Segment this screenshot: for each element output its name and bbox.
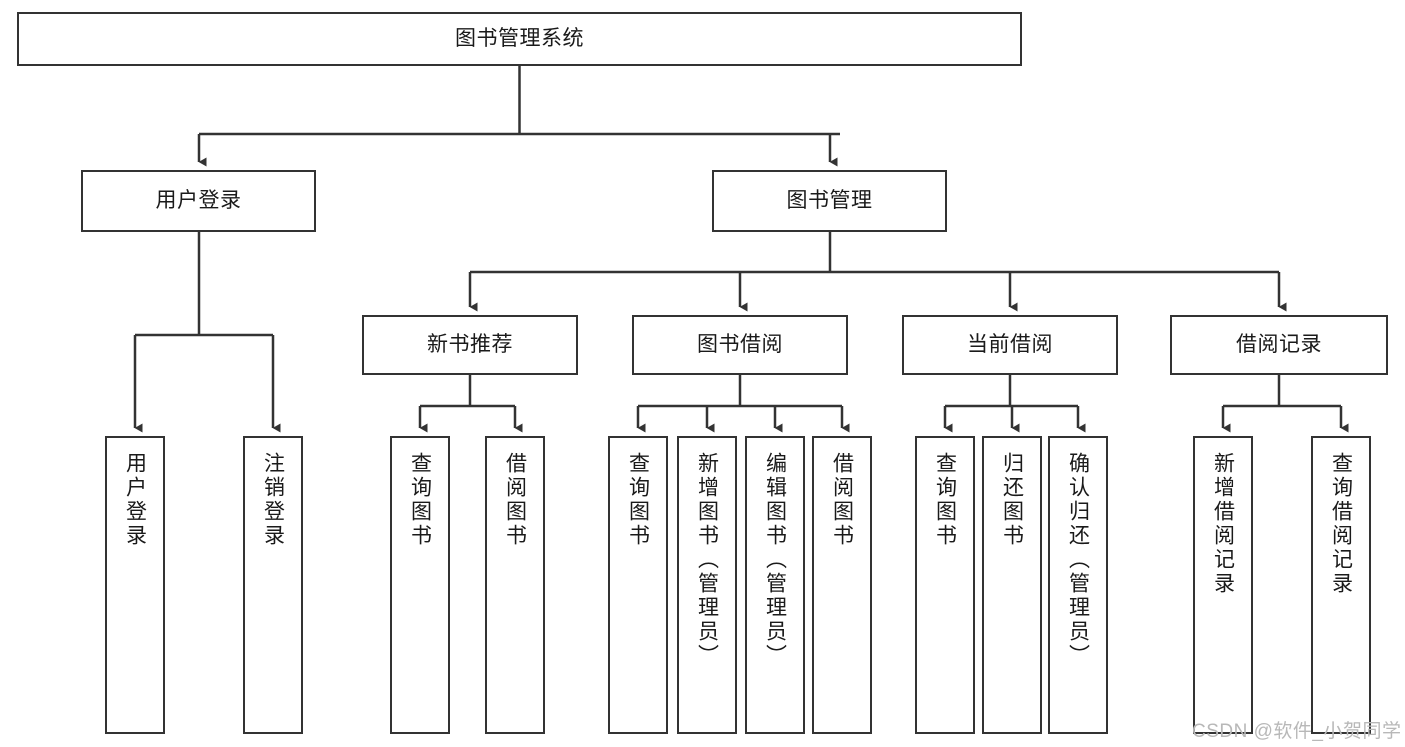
leaf-record-query-borrow-record[interactable]: 查询借阅记录 (1311, 436, 1371, 734)
node-label: 当前借阅 (967, 332, 1053, 356)
node-label: 查询图书 (626, 452, 650, 548)
node-new-book-recommend[interactable]: 新书推荐 (362, 315, 578, 375)
leaf-borrow-edit-book-admin[interactable]: 编辑图书（管理员） (745, 436, 805, 734)
node-label: 新增借阅记录 (1211, 452, 1235, 596)
node-book-management[interactable]: 图书管理 (712, 170, 947, 232)
node-book-borrow[interactable]: 图书借阅 (632, 315, 848, 375)
leaf-user-login-login[interactable]: 用户登录 (105, 436, 165, 734)
leaf-user-login-logout[interactable]: 注销登录 (243, 436, 303, 734)
leaf-borrow-borrow-book[interactable]: 借阅图书 (812, 436, 872, 734)
node-label: 用户登录 (155, 188, 242, 212)
leaf-borrow-query-book[interactable]: 查询图书 (608, 436, 668, 734)
node-label: 新书推荐 (427, 332, 513, 356)
node-label: 归还图书 (1000, 452, 1024, 548)
node-label: 借阅图书 (830, 452, 854, 548)
node-label: 新增图书（管理员） (695, 452, 719, 668)
node-label: 图书管理系统 (455, 26, 584, 50)
node-label: 用户登录 (123, 452, 147, 548)
leaf-record-add-borrow-record[interactable]: 新增借阅记录 (1193, 436, 1253, 734)
leaf-current-confirm-return-admin[interactable]: 确认归还（管理员） (1048, 436, 1108, 734)
node-root-book-management-system[interactable]: 图书管理系统 (17, 12, 1022, 66)
node-label: 借阅记录 (1236, 332, 1322, 356)
leaf-current-return-book[interactable]: 归还图书 (982, 436, 1042, 734)
leaf-current-query-book[interactable]: 查询图书 (915, 436, 975, 734)
node-user-login[interactable]: 用户登录 (81, 170, 316, 232)
node-label: 借阅图书 (503, 452, 527, 548)
node-label: 图书借阅 (697, 332, 783, 356)
node-label: 查询图书 (933, 452, 957, 548)
leaf-new-book-query[interactable]: 查询图书 (390, 436, 450, 734)
node-current-borrow[interactable]: 当前借阅 (902, 315, 1118, 375)
node-borrow-record[interactable]: 借阅记录 (1170, 315, 1388, 375)
node-label: 查询图书 (408, 452, 432, 548)
node-label: 确认归还（管理员） (1066, 452, 1090, 668)
leaf-borrow-add-book-admin[interactable]: 新增图书（管理员） (677, 436, 737, 734)
leaf-new-book-borrow[interactable]: 借阅图书 (485, 436, 545, 734)
node-label: 图书管理 (786, 188, 873, 212)
node-label: 注销登录 (261, 452, 285, 548)
node-label: 查询借阅记录 (1329, 452, 1353, 596)
node-label: 编辑图书（管理员） (763, 452, 787, 668)
